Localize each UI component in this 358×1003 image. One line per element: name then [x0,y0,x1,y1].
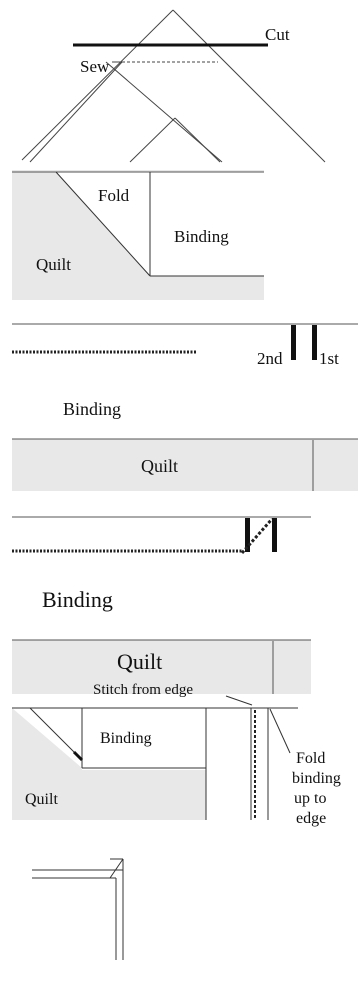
panel-stitch-diagonal [12,516,311,694]
diagonal-marker-left [245,518,250,552]
panel-fold-corner [12,170,264,300]
binding-label-3: Binding [42,587,113,612]
binding-label-5: Binding [100,730,152,747]
quilt-strip-2 [12,640,311,694]
fold-triangle [12,708,82,768]
corner-accent [72,750,84,762]
stitch-from-edge-label: Stitch from edge [93,682,193,698]
quilt-label-5: Quilt [25,791,58,808]
small-triangle-left [129,117,176,163]
binding-label: Binding [174,227,229,246]
fold-diagonal-5 [29,707,83,761]
small-triangle-right [174,117,221,163]
diagonal-marker-right [272,518,277,552]
fold-up-region [206,708,298,820]
fold-diagonal [55,171,151,277]
binding-area-5 [82,708,206,770]
sew-label: Sew [80,57,110,76]
fold-pointer [269,708,291,754]
quilt-label-2: Quilt [141,456,178,476]
quilt-label: Quilt [36,255,71,274]
triangle-right-edge [172,9,326,163]
corner-mitre [109,858,124,879]
first-label: 1st [319,349,339,368]
marker-1st [312,325,317,360]
second-label: 2nd [257,349,283,368]
panel-cut-sew [21,9,326,163]
inner-diagonal-left [29,61,123,163]
fold-line-1: Fold [296,750,325,767]
diagonal-stitch [240,518,274,554]
binding-area [56,172,264,276]
panel-mitred-corner [32,858,124,960]
triangle-left-edge [21,9,174,161]
panel-fold-up [12,695,298,820]
fold-line-2: binding [292,770,341,787]
marker-2nd [291,325,296,360]
quilt-label-3: Quilt [117,649,162,674]
quilt-strip [12,439,358,491]
fold-line-4: edge [296,810,326,827]
cut-label: Cut [265,25,290,44]
panel-stitch-markers [12,323,358,491]
fold-line-3: up to [294,790,326,807]
stitch-pointer [225,695,253,706]
fold-label: Fold [98,186,130,205]
binding-label-2: Binding [63,399,121,419]
